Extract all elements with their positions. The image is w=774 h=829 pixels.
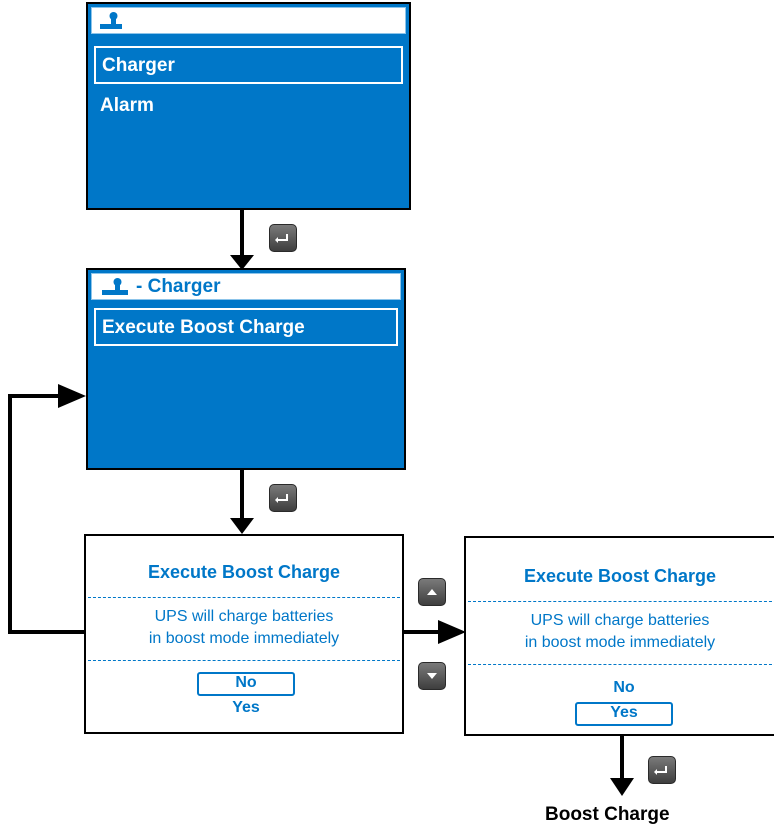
dialog-separator: [88, 597, 400, 598]
dialog-separator: [468, 601, 774, 602]
charger-menu-titlebar: - Charger: [91, 273, 401, 300]
menu-item-execute-boost-charge[interactable]: Execute Boost Charge: [94, 308, 398, 346]
dialog-separator: [468, 664, 774, 665]
arrow-dialog-back-to-charger: [8, 394, 84, 634]
main-menu-screen: Charger Alarm: [86, 2, 411, 210]
dialog-option-yes[interactable]: Yes: [575, 702, 673, 726]
up-key-icon[interactable]: [418, 578, 446, 606]
boost-confirm-dialog-no: Execute Boost Charge UPS will charge bat…: [84, 534, 404, 734]
enter-key-icon[interactable]: [648, 756, 676, 784]
enter-key-icon[interactable]: [269, 224, 297, 252]
boost-confirm-dialog-yes: Execute Boost Charge UPS will charge bat…: [464, 536, 774, 736]
down-key-icon[interactable]: [418, 662, 446, 690]
dialog-separator: [88, 660, 400, 661]
wrench-icon: [100, 12, 122, 29]
enter-key-icon[interactable]: [269, 484, 297, 512]
dialog-message-line2: in boost mode immediately: [524, 634, 716, 651]
dialog-title: Execute Boost Charge: [147, 562, 341, 582]
dialog-message-line1: UPS will charge batteries: [154, 608, 334, 625]
result-caption: Boost Charge: [545, 804, 670, 825]
dialog-option-no[interactable]: No: [613, 679, 635, 696]
menu-item-alarm[interactable]: Alarm: [100, 95, 154, 116]
dialog-option-yes[interactable]: Yes: [232, 699, 260, 716]
charger-menu-screen: - Charger Execute Boost Charge: [86, 268, 406, 470]
charger-menu-title: - Charger: [136, 276, 221, 297]
main-menu-titlebar: [91, 7, 406, 34]
menu-item-charger[interactable]: Charger: [94, 46, 403, 84]
dialog-message-line1: UPS will charge batteries: [530, 612, 710, 629]
dialog-message-line2: in boost mode immediately: [148, 630, 340, 647]
dialog-title: Execute Boost Charge: [523, 566, 717, 586]
wrench-icon: [102, 278, 128, 295]
dialog-option-no[interactable]: No: [197, 672, 295, 696]
